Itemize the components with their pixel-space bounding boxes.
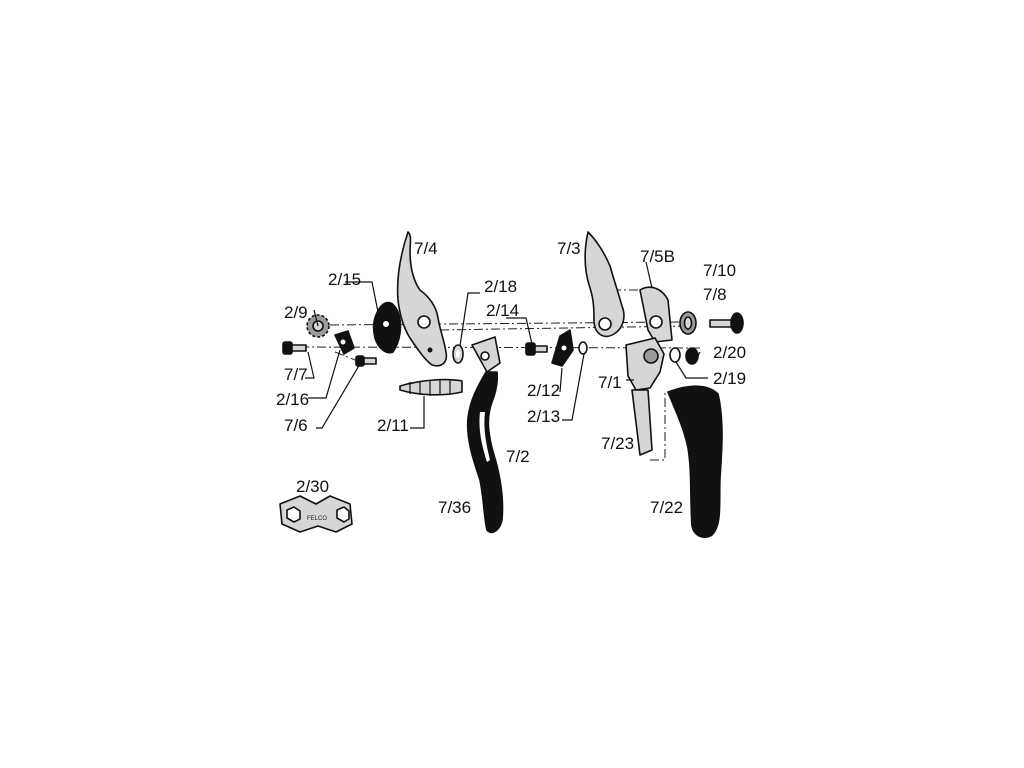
- label-2-9: 2/9: [284, 303, 308, 322]
- label-7-36: 7/36: [438, 498, 471, 517]
- label-7-2: 7/2: [506, 447, 530, 466]
- label-2-30: 2/30: [296, 477, 329, 496]
- label-2-20: 2/20: [713, 343, 746, 362]
- bolt-7-7: [282, 341, 307, 355]
- lower-blade-7-3: [584, 231, 625, 338]
- label-7-22: 7/22: [650, 498, 683, 517]
- ring-2-19: [669, 347, 681, 363]
- label-2-13: 2/13: [527, 407, 560, 426]
- screw-2-14: [525, 342, 548, 356]
- label-2-14: 2/14: [486, 301, 519, 320]
- washer-2-13: [578, 341, 588, 355]
- leader-lines: [305, 261, 708, 429]
- cam-plate-2-15: [372, 301, 402, 354]
- grip-7-36: [466, 371, 504, 534]
- tool-stamp-text: FELCO: [307, 516, 327, 522]
- nut-7-10: [679, 311, 697, 335]
- bolt-7-8: [709, 312, 744, 334]
- screw-7-6: [355, 355, 377, 367]
- body-7-1: [625, 337, 665, 456]
- wrench-tool-2-30: [279, 495, 353, 533]
- lock-plate-2-16: [334, 330, 355, 355]
- label-2-12: 2/12: [527, 381, 560, 400]
- nut-2-20: [685, 347, 699, 365]
- label-7-23: 7/23: [601, 434, 634, 453]
- label-2-15: 2/15: [328, 270, 361, 289]
- head-7-5b: [639, 286, 673, 343]
- handle-7-2: [471, 336, 501, 373]
- upper-blade-7-4: [396, 231, 448, 367]
- grip-7-22: [667, 385, 723, 538]
- label-7-10: 7/10: [703, 261, 736, 280]
- label-7-4: 7/4: [414, 239, 438, 258]
- label-2-16: 2/16: [276, 390, 309, 409]
- label-7-3: 7/3: [557, 239, 581, 258]
- spring-2-11: [399, 378, 463, 396]
- label-2-18: 2/18: [484, 277, 517, 296]
- plate-2-12: [551, 329, 574, 367]
- label-2-19: 2/19: [713, 369, 746, 388]
- label-7-7: 7/7: [284, 365, 308, 384]
- washer-2-18: [452, 344, 464, 364]
- label-2-11: 2/11: [377, 416, 409, 435]
- label-7-5b: 7/5B: [640, 247, 675, 266]
- label-7-6: 7/6: [284, 416, 308, 435]
- part-labels: 7/4 2/15 2/18 2/14 2/9 7/7 2/16 7/6 2/11…: [276, 239, 746, 522]
- label-7-8: 7/8: [703, 285, 727, 304]
- label-7-1: 7/1: [598, 373, 622, 392]
